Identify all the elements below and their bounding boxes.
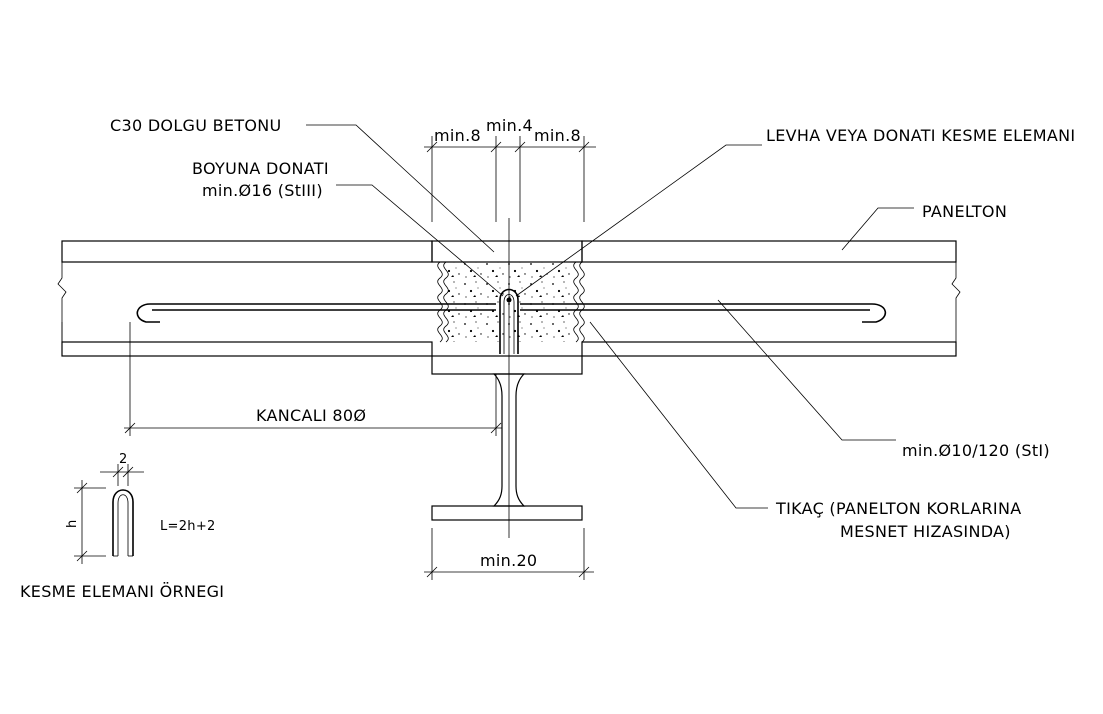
dim-mid-label: min.4: [486, 116, 533, 135]
shear-element-example: [74, 464, 144, 564]
plug-label-line2: MESNET HIZASINDA): [840, 522, 1011, 541]
plug-label-line1: TIKAÇ (PANELTON KORLARINA: [775, 499, 1021, 518]
hook-dimension: [124, 322, 502, 436]
example-height-label: h: [65, 519, 80, 528]
dim-right-label: min.8: [534, 126, 581, 145]
long-rebar-size: min.Ø16 (StIII): [202, 181, 323, 200]
shear-element-label: LEVHA VEYA DONATI KESME ELEMANI: [766, 126, 1075, 145]
dim-left-label: min.8: [434, 126, 481, 145]
c30-fill-label: C30 DOLGU BETONU: [110, 116, 282, 135]
panelton-label: PANELTON: [922, 202, 1007, 221]
panelton-slab: [57, 240, 961, 357]
steel-beam: [431, 218, 583, 538]
plug-left: [437, 261, 443, 343]
dim-flange-label: min.20: [480, 551, 537, 570]
top-dimensions: [424, 136, 596, 222]
longitudinal-rebar: [136, 303, 887, 323]
example-formula-label: L=2h+2: [160, 519, 216, 534]
plug-right: [573, 261, 579, 343]
flange-dimension: [424, 528, 594, 580]
example-width-label: 2: [119, 452, 128, 467]
rebar-spacing-label: min.Ø10/120 (StI): [902, 441, 1050, 460]
leader-lines: [306, 124, 914, 509]
example-title-label: KESME ELEMANI ÖRNEGI: [20, 582, 224, 601]
concrete-fill: [437, 261, 585, 343]
long-rebar-label: BOYUNA DONATI: [192, 159, 329, 178]
hook-label: KANCALI 80Ø: [256, 406, 366, 425]
